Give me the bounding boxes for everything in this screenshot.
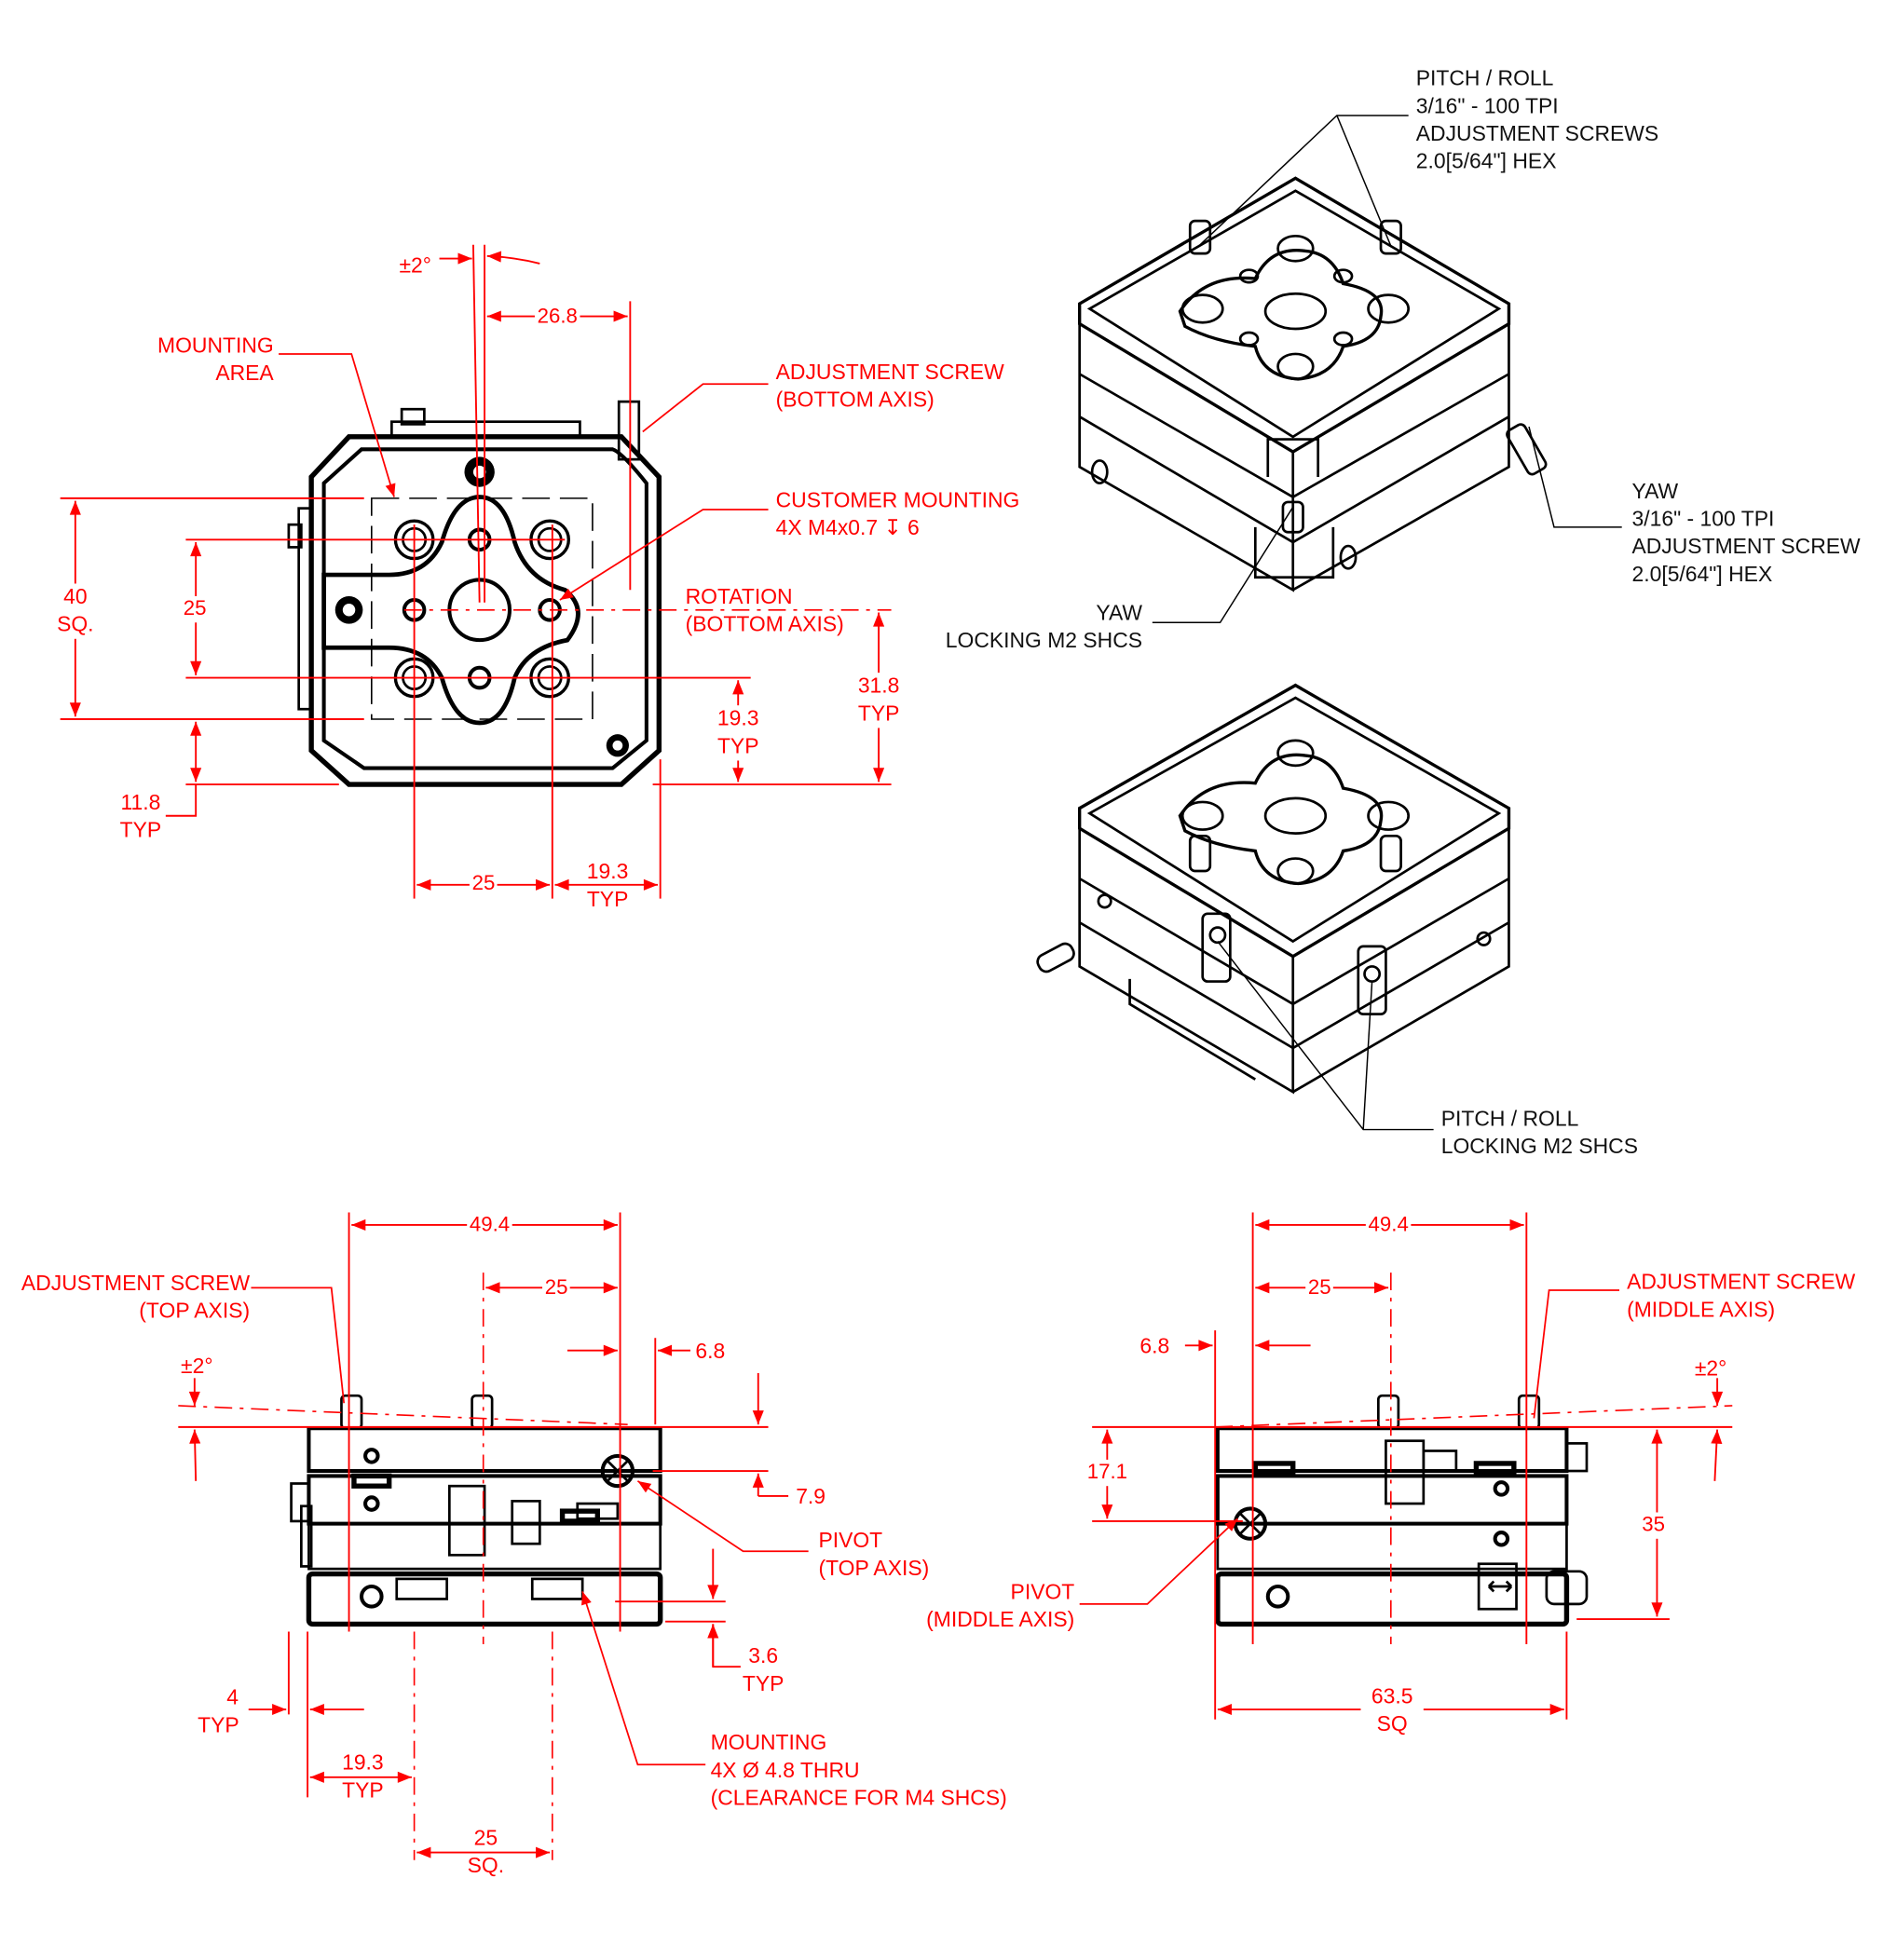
yaw-locking-callout: YAW LOCKING M2 SHCS — [904, 600, 1142, 655]
dim-note: TYP — [742, 1671, 785, 1696]
dim-note: TYP — [119, 818, 162, 843]
label-line: LOCKING M2 SHCS — [945, 628, 1143, 653]
pivot-top-axis-label: PIVOT (TOP AXIS) — [818, 1528, 929, 1583]
dim-11-8-typ: 11.8 TYP — [111, 789, 171, 844]
label-line: LOCKING M2 SHCS — [1440, 1134, 1638, 1159]
top-view-dim-25-horizontal: 25 — [469, 871, 498, 898]
label-line: ROTATION — [685, 584, 793, 609]
dim-note: TYP — [198, 1713, 239, 1737]
label-line: (MIDDLE AXIS) — [926, 1607, 1075, 1632]
label-line: PIVOT — [1010, 1580, 1075, 1604]
dim-value: 31.8 — [857, 674, 900, 699]
label-line: (TOP AXIS) — [818, 1556, 930, 1581]
side-view-dim-49-4: 49.4 — [1365, 1212, 1412, 1239]
dim-19-3-typ-horizontal: 19.3 TYP — [578, 859, 638, 914]
label-line: PITCH / ROLL — [1440, 1107, 1579, 1131]
pitch-roll-adjustment-screws-callout: PITCH / ROLL 3/16" - 100 TPI ADJUSTMENT … — [1416, 65, 1658, 176]
label-line: 3/16" - 100 TPI — [1415, 94, 1559, 118]
dim-value: 19.3 — [342, 1750, 384, 1776]
label-line: YAW — [1631, 479, 1679, 504]
dim-note: TYP — [716, 734, 759, 758]
top-view-part — [287, 400, 662, 787]
label-line: 4X M4x0.7 ↧ 6 — [775, 515, 920, 540]
dim-note: SQ. — [467, 1853, 505, 1878]
dim-63-5-sq: 63.5 SQ — [1360, 1682, 1424, 1739]
top-view-dim-25-vertical: 25 — [181, 595, 210, 623]
mounting-area-line2: AREA — [215, 361, 274, 386]
label-line: (TOP AXIS) — [139, 1299, 251, 1324]
top-view-dimensions — [60, 244, 892, 899]
iso-view-bottom-part — [1036, 683, 1511, 1095]
label-line: ADJUSTMENT SCREW — [775, 360, 1004, 385]
dim-value: 25 — [473, 1826, 498, 1850]
label-line: CUSTOMER MOUNTING — [775, 488, 1020, 512]
dim-3-6-typ: 3.6 TYP — [738, 1643, 788, 1698]
dim-value: 40 — [63, 584, 88, 609]
label-line: PITCH / ROLL — [1415, 66, 1554, 91]
front-view-angle-label: ±2° — [181, 1354, 213, 1379]
dim-40-sq: 40 SQ. — [45, 583, 106, 639]
label-line: MOUNTING — [710, 1730, 827, 1755]
label-line: ADJUSTMENT SCREW — [1631, 534, 1861, 559]
dim-note: SQ. — [57, 612, 94, 637]
dim-value: 11.8 — [120, 790, 161, 815]
dim-17-1: 17.1 — [1085, 1459, 1130, 1487]
front-view-dim-25: 25 — [542, 1274, 571, 1302]
rotation-bottom-axis-label: ROTATION (BOTTOM AXIS) — [686, 583, 844, 638]
label-line: 3/16" - 100 TPI — [1631, 507, 1775, 531]
label-line: ADJUSTMENT SCREWS — [1415, 121, 1659, 146]
pitch-roll-locking-callout: PITCH / ROLL LOCKING M2 SHCS — [1441, 1106, 1638, 1161]
dim-value: 19.3 — [586, 859, 629, 884]
dim-value: 4 — [226, 1685, 239, 1710]
label-line: 2.0[5/64"] HEX — [1415, 149, 1557, 173]
yaw-adjustment-screw-callout: YAW 3/16" - 100 TPI ADJUSTMENT SCREW 2.0… — [1631, 478, 1860, 589]
dim-value: 63.5 — [1371, 1684, 1413, 1708]
side-view-angle-label: ±2° — [1694, 1356, 1727, 1382]
front-view-dim-7-9: 7.9 — [796, 1484, 826, 1509]
front-view-part — [290, 1394, 663, 1627]
side-view-dim-6-8: 6.8 — [1139, 1334, 1170, 1358]
top-view-angle-label: ±2° — [399, 253, 431, 278]
label-line: (BOTTOM AXIS) — [685, 612, 844, 637]
front-view-dim-6-8: 6.8 — [695, 1339, 726, 1364]
label-line: (MIDDLE AXIS) — [1627, 1298, 1776, 1322]
dim-19-3-typ-vertical: 19.3 TYP — [707, 705, 769, 761]
dim-note: SQ — [1376, 1711, 1408, 1736]
label-line: (BOTTOM AXIS) — [775, 388, 935, 412]
label-line: (CLEARANCE FOR M4 SHCS) — [710, 1786, 1007, 1810]
mounting-area-label: MOUNTING AREA — [133, 333, 274, 388]
side-view-part — [1215, 1394, 1589, 1627]
label-line: ADJUSTMENT SCREW — [20, 1271, 251, 1296]
pivot-middle-axis-label: PIVOT (MIDDLE AXIS) — [879, 1579, 1074, 1634]
dim-note: TYP — [586, 887, 629, 912]
dim-note: TYP — [342, 1778, 384, 1803]
iso-view-top-leaders — [1152, 115, 1622, 624]
adjustment-screw-bottom-axis-label: ADJUSTMENT SCREW (BOTTOM AXIS) — [776, 359, 1004, 414]
label-line: 4X Ø 4.8 THRU — [710, 1758, 860, 1783]
mounting-thru-holes-label: MOUNTING 4X Ø 4.8 THRU (CLEARANCE FOR M4… — [711, 1730, 1007, 1813]
dim-value: 19.3 — [716, 706, 759, 731]
mounting-area-line1: MOUNTING — [157, 333, 274, 358]
front-view-dim-49-4: 49.4 — [467, 1212, 512, 1239]
dim-4-typ: 4 TYP — [193, 1684, 243, 1739]
dim-31-8-typ: 31.8 TYP — [848, 673, 909, 728]
iso-view-bottom-leaders — [1217, 941, 1434, 1131]
adjustment-screw-top-axis-label: ADJUSTMENT SCREW (TOP AXIS) — [0, 1270, 250, 1325]
label-line: YAW — [1096, 601, 1143, 625]
customer-mounting-label: CUSTOMER MOUNTING 4X M4x0.7 ↧ 6 — [776, 487, 1020, 542]
label-line: ADJUSTMENT SCREW — [1627, 1270, 1856, 1295]
side-view-dim-25: 25 — [1305, 1274, 1334, 1302]
iso-view-top-part — [1077, 176, 1548, 592]
adjustment-screw-middle-axis-label: ADJUSTMENT SCREW (MIDDLE AXIS) — [1627, 1269, 1855, 1324]
label-line: 2.0[5/64"] HEX — [1631, 562, 1773, 587]
top-view-dim-26-8: 26.8 — [534, 304, 580, 331]
front-view-dim-19-3-typ: 19.3 TYP — [334, 1749, 391, 1804]
dim-35: 35 — [1639, 1512, 1668, 1539]
dim-25-sq: 25 SQ. — [457, 1825, 514, 1880]
dim-note: TYP — [857, 701, 900, 726]
dim-value: 3.6 — [748, 1643, 779, 1668]
label-line: PIVOT — [818, 1529, 883, 1553]
